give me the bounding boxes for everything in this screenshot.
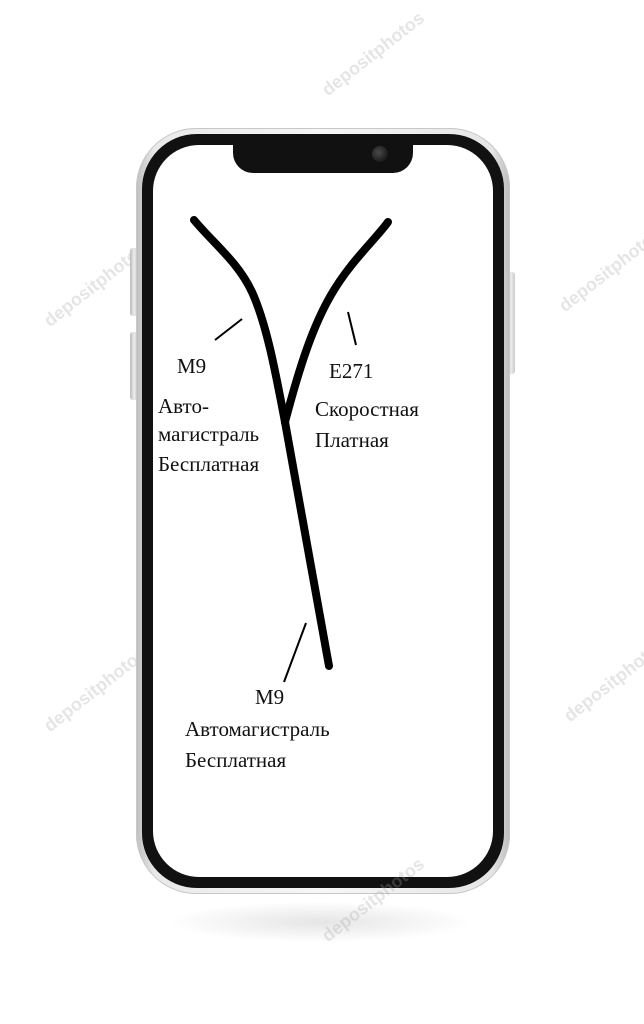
phone-screen: [153, 145, 493, 877]
road-left-branch: [190, 216, 289, 426]
phone-shadow: [170, 902, 470, 942]
left-branch-road-label: M9: [177, 354, 207, 378]
trunk-road-label: M9: [255, 685, 285, 709]
leader-line-left: [214, 318, 243, 341]
right-branch-road-label: E271: [329, 359, 374, 383]
trunk-toll-status: Бесплатная: [185, 748, 287, 772]
left-branch-toll-status: Бесплатная: [158, 452, 260, 476]
power-button[interactable]: [507, 272, 515, 374]
front-camera-icon: [372, 146, 388, 162]
volume-up-button[interactable]: [130, 248, 138, 316]
left-branch-type-line-1: Авто-: [158, 394, 209, 418]
left-branch-type-line-2: магистраль: [158, 422, 260, 446]
road-right-branch: [281, 218, 392, 426]
right-branch-type: Скоростная: [315, 397, 419, 421]
trunk-road-type: Автомагистраль: [185, 717, 330, 741]
leader-line-bottom: [283, 622, 307, 683]
right-branch-toll-status: Платная: [315, 428, 389, 452]
road-trunk: [281, 418, 333, 670]
volume-down-button[interactable]: [130, 332, 138, 400]
leader-line-right: [347, 311, 357, 346]
